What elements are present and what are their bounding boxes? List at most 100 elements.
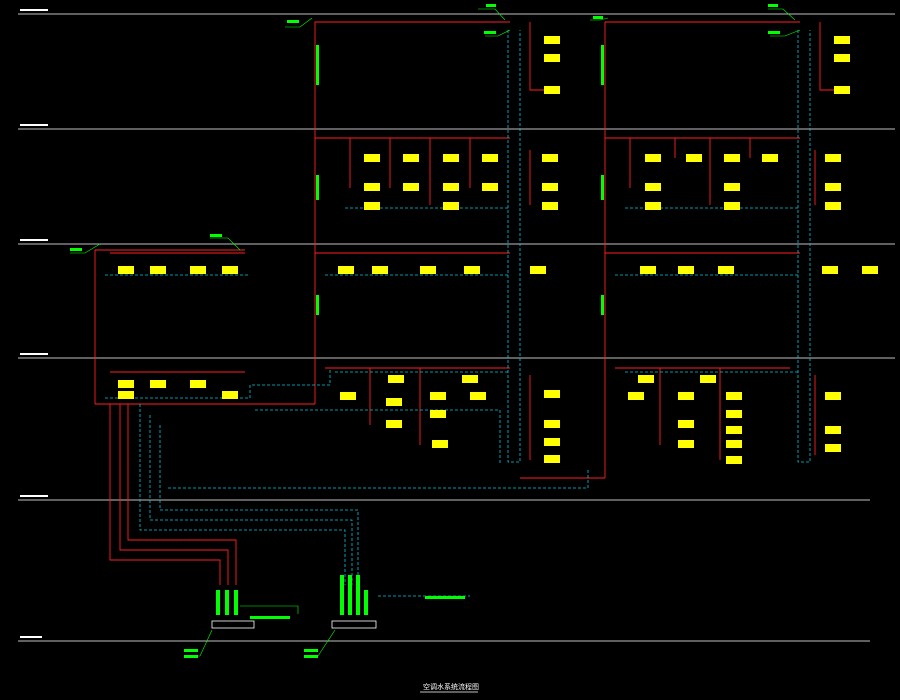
unit	[640, 266, 656, 274]
unit	[718, 266, 734, 274]
tag-mark	[210, 234, 222, 237]
supply-f5-b-branch	[819, 22, 835, 91]
unit	[834, 54, 850, 62]
unit	[544, 438, 560, 446]
unit	[544, 420, 560, 428]
unit	[678, 392, 694, 400]
return-lower-b	[149, 415, 353, 585]
unit	[726, 440, 742, 448]
floor-mark-2	[20, 353, 48, 355]
manifold-valves	[216, 575, 368, 615]
tag-mark	[601, 45, 604, 85]
unit	[462, 375, 478, 383]
unit	[464, 266, 480, 274]
return-f2-left	[105, 370, 331, 399]
supply-manifold	[211, 620, 255, 629]
unit	[825, 392, 841, 400]
unit	[420, 266, 436, 274]
unit	[686, 154, 702, 162]
unit	[825, 426, 841, 434]
unit	[822, 266, 838, 274]
unit	[638, 375, 654, 383]
floor-mark-4	[20, 124, 48, 126]
unit	[726, 392, 742, 400]
unit	[222, 266, 238, 274]
floor-lines	[18, 13, 895, 642]
unit	[190, 266, 206, 274]
unit	[544, 54, 560, 62]
unit	[150, 380, 166, 388]
tag-leader	[285, 17, 313, 28]
unit	[628, 392, 644, 400]
tag-leader	[478, 8, 506, 21]
tag-mark	[304, 649, 318, 652]
unit	[825, 154, 841, 162]
tag-marks	[70, 4, 780, 658]
unit	[700, 375, 716, 383]
tag-leader	[768, 8, 796, 21]
tag-mark	[316, 295, 319, 315]
return-riser-a	[507, 30, 521, 463]
unit	[544, 36, 560, 44]
tag-mark	[601, 295, 604, 315]
unit	[834, 86, 850, 94]
supply-pipes	[94, 21, 835, 585]
unit	[542, 183, 558, 191]
tag-leader	[70, 243, 101, 254]
unit	[118, 391, 134, 399]
valve	[364, 590, 368, 615]
unit	[388, 375, 404, 383]
supply-down-2	[119, 404, 229, 585]
supply-f5-a-branch	[529, 22, 545, 91]
unit	[726, 456, 742, 464]
unit	[678, 266, 694, 274]
drawing-title: 空调水系统流程图	[423, 682, 479, 691]
unit	[386, 420, 402, 428]
tag-mark	[184, 649, 198, 652]
valve	[234, 590, 238, 615]
tag-leader	[185, 629, 213, 657]
valve	[216, 590, 220, 615]
tag-leader	[485, 29, 511, 37]
unit	[432, 440, 448, 448]
unit	[645, 202, 661, 210]
unit	[544, 455, 560, 463]
unit	[834, 36, 850, 44]
unit	[403, 183, 419, 191]
unit	[542, 202, 558, 210]
tag-mark	[184, 655, 198, 658]
tag-mark	[768, 31, 780, 34]
return-lower-e	[255, 409, 501, 464]
unit	[726, 410, 742, 418]
tag-mark	[601, 175, 604, 200]
unit	[372, 266, 388, 274]
supply-riser-a	[314, 21, 510, 404]
unit	[364, 154, 380, 162]
tag-leader	[210, 237, 241, 251]
return-manifold	[331, 620, 377, 629]
unit	[386, 398, 402, 406]
floor-mark-5	[20, 9, 48, 11]
return-pipes	[105, 30, 811, 597]
unit	[825, 183, 841, 191]
unit	[724, 202, 740, 210]
unit	[825, 202, 841, 210]
unit	[443, 183, 459, 191]
unit	[645, 183, 661, 191]
supply-riser-b	[604, 21, 800, 478]
floor-mark-3	[20, 239, 48, 241]
unit	[190, 380, 206, 388]
unit	[482, 183, 498, 191]
tag-leader	[770, 29, 801, 37]
unit	[530, 266, 546, 274]
unit	[726, 426, 742, 434]
return-riser-b	[797, 30, 811, 463]
floor-level-marks	[20, 9, 48, 638]
tag-leader	[590, 17, 609, 21]
valve	[356, 575, 360, 615]
unit	[724, 183, 740, 191]
tag-leader	[240, 605, 299, 614]
equipment-units	[118, 36, 878, 464]
tag-mark	[287, 20, 299, 23]
valve	[340, 575, 344, 615]
